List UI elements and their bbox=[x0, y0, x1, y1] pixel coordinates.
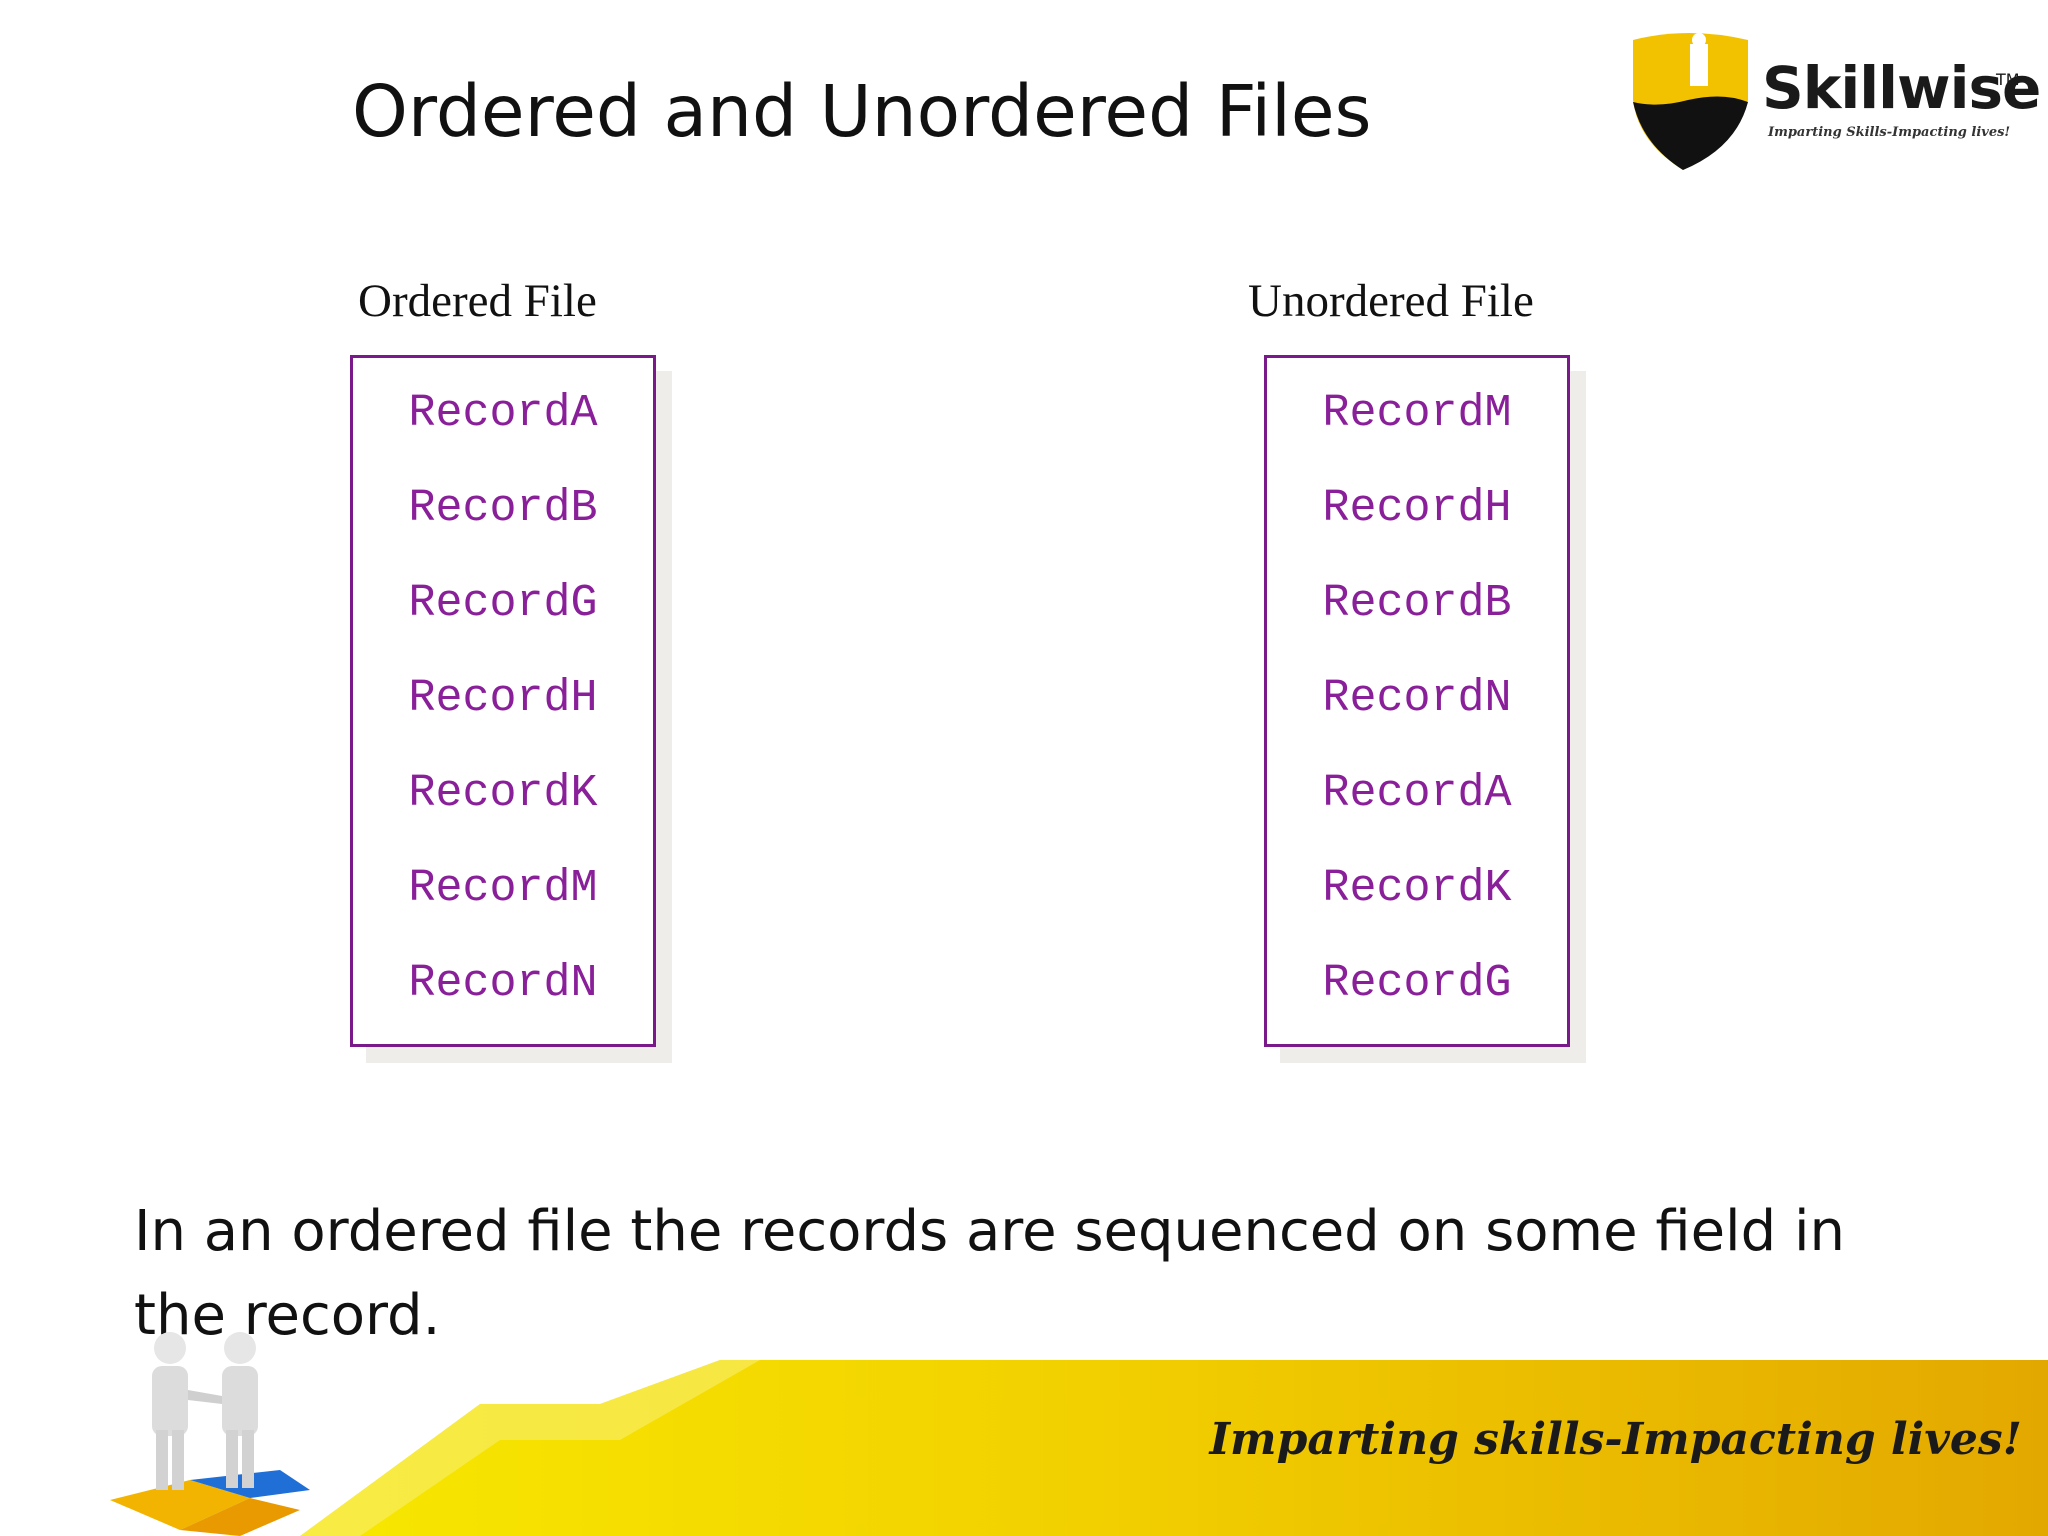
skillwise-logo: Skillwise TM Imparting Skills-Impacting … bbox=[1628, 30, 2041, 170]
logo-wordmark: Skillwise bbox=[1762, 54, 2041, 122]
logo-tagline: Imparting Skills-Impacting lives! bbox=[1768, 125, 2011, 140]
ordered-record: RecordM bbox=[408, 863, 598, 914]
ordered-record: RecordK bbox=[408, 768, 598, 819]
unordered-record: RecordM bbox=[1322, 388, 1512, 439]
unordered-record: RecordG bbox=[1322, 958, 1512, 1009]
handshake-puzzle-illustration-icon bbox=[110, 1332, 310, 1536]
ordered-file-box: RecordA RecordB RecordG RecordH RecordK … bbox=[350, 355, 656, 1047]
footer-tagline: Imparting skills-Impacting lives! bbox=[1209, 1414, 2022, 1465]
skillwise-shield-logo-icon bbox=[1633, 33, 1748, 170]
unordered-record: RecordB bbox=[1322, 578, 1512, 629]
unordered-record: RecordK bbox=[1322, 863, 1512, 914]
ordered-record: RecordA bbox=[408, 388, 598, 439]
ordered-record: RecordB bbox=[408, 483, 598, 534]
ordered-record: RecordH bbox=[408, 673, 598, 724]
footer-band bbox=[300, 1360, 2048, 1536]
ordered-record: RecordG bbox=[408, 578, 598, 629]
unordered-record: RecordN bbox=[1322, 673, 1512, 724]
logo-trademark: TM bbox=[1996, 70, 2020, 89]
slide-body-text: In an ordered file the records are seque… bbox=[134, 1199, 1846, 1348]
unordered-record: RecordA bbox=[1322, 768, 1512, 819]
unordered-file-box: RecordM RecordH RecordB RecordN RecordA … bbox=[1264, 355, 1570, 1047]
ordered-record: RecordN bbox=[408, 958, 598, 1009]
unordered-record: RecordH bbox=[1322, 483, 1512, 534]
slide-title: Ordered and Unordered Files bbox=[352, 70, 1372, 153]
unordered-file-label: Unordered File bbox=[1248, 275, 1534, 327]
ordered-file-label: Ordered File bbox=[358, 275, 597, 327]
